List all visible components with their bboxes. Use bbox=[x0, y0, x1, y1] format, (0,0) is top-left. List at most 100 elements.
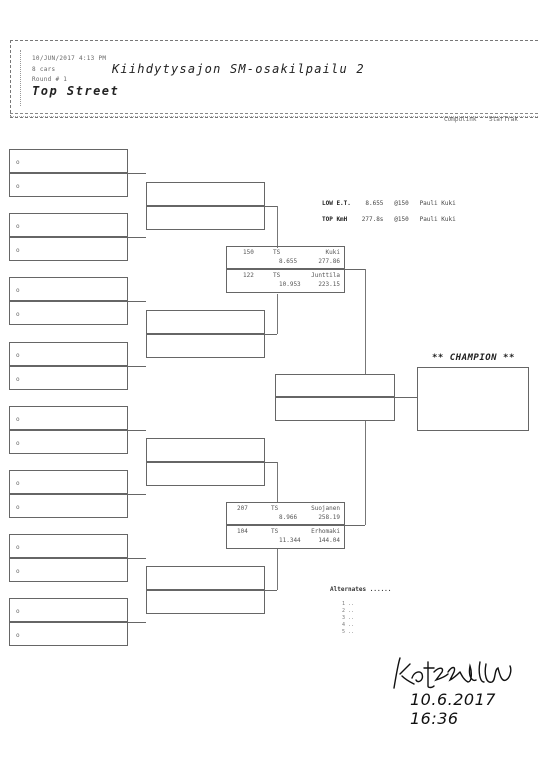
alternate-item: 3 .. bbox=[342, 615, 355, 621]
top-kmh-at: @150 bbox=[394, 216, 409, 223]
elapsed-time: 8.966 bbox=[279, 514, 298, 521]
slot-marker: o bbox=[16, 311, 20, 318]
alternate-item: 4 .. bbox=[342, 622, 355, 628]
connector-line bbox=[277, 294, 278, 334]
handwritten-signature bbox=[393, 657, 512, 689]
header-rule bbox=[10, 113, 538, 114]
semifinal-1-top: 150 TS Kuki 8.655 277.86 bbox=[226, 246, 345, 269]
car-class: TS bbox=[271, 528, 279, 535]
round1-slot: o bbox=[9, 534, 128, 558]
connector-line bbox=[365, 269, 366, 397]
car-number: 150 bbox=[243, 249, 254, 256]
car-class: TS bbox=[273, 249, 281, 256]
signature-date-time: 10.6.2017 16:36 bbox=[410, 690, 496, 728]
brand-compulink: Compulink bbox=[444, 116, 477, 123]
slot-marker: o bbox=[16, 247, 20, 254]
header-inner-frame bbox=[20, 50, 521, 106]
round1-slot: o bbox=[9, 277, 128, 301]
car-number: 104 bbox=[237, 528, 248, 535]
round2-slot bbox=[146, 438, 265, 462]
round2-slot bbox=[146, 182, 265, 206]
car-class: TS bbox=[271, 505, 279, 512]
connector-line bbox=[265, 334, 277, 335]
round1-slot: o bbox=[9, 342, 128, 366]
round1-slot: o bbox=[9, 406, 128, 430]
connector-line bbox=[277, 548, 278, 590]
slot-marker: o bbox=[16, 376, 20, 383]
low-et-record: LOW E.T. 8.655 @150 Pauli Kuki bbox=[322, 200, 456, 207]
top-kmh-record: TOP KmH 277.8s @150 Pauli Kuki bbox=[322, 216, 456, 223]
slot-marker: o bbox=[16, 223, 20, 230]
semifinal-2-bottom: 104 TS Erhomaki 11.344 144.04 bbox=[226, 525, 345, 549]
connector-line bbox=[128, 622, 146, 623]
elapsed-time: 8.655 bbox=[279, 258, 298, 265]
slot-marker: o bbox=[16, 632, 20, 639]
speed: 144.04 bbox=[318, 537, 340, 544]
car-number: 122 bbox=[243, 272, 254, 279]
connector-line bbox=[128, 558, 146, 559]
final-slot bbox=[275, 374, 395, 397]
round1-slot: o bbox=[9, 366, 128, 390]
round2-slot bbox=[146, 590, 265, 614]
header-frame bbox=[10, 40, 538, 118]
connector-line bbox=[345, 269, 365, 270]
round1-slot: o bbox=[9, 558, 128, 582]
round2-slot bbox=[146, 334, 265, 358]
slot-marker: o bbox=[16, 608, 20, 615]
connector-line bbox=[265, 462, 277, 463]
connector-line bbox=[395, 397, 417, 398]
round1-slot: o bbox=[9, 598, 128, 622]
speed: 258.19 bbox=[318, 514, 340, 521]
car-class: TS bbox=[273, 272, 281, 279]
connector-line bbox=[265, 206, 277, 207]
slot-marker: o bbox=[16, 504, 20, 511]
speed: 277.86 bbox=[318, 258, 340, 265]
connector-line bbox=[128, 237, 146, 238]
round2-slot bbox=[146, 462, 265, 486]
round1-slot: o bbox=[9, 149, 128, 173]
champion-box bbox=[417, 367, 529, 431]
header-cars: 8 cars bbox=[32, 66, 56, 73]
round2-slot bbox=[146, 206, 265, 230]
brand-startrak: StarTrak bbox=[489, 116, 518, 123]
driver-name: Erhomaki bbox=[311, 528, 340, 535]
slot-marker: o bbox=[16, 287, 20, 294]
connector-line bbox=[277, 206, 278, 248]
alternates-title: Alternates ...... bbox=[330, 586, 392, 593]
connector-line bbox=[128, 430, 146, 431]
slot-marker: o bbox=[16, 159, 20, 166]
slot-marker: o bbox=[16, 440, 20, 447]
low-et-label: LOW E.T. bbox=[322, 200, 351, 207]
connector-line bbox=[128, 173, 146, 174]
speed: 223.15 bbox=[318, 281, 340, 288]
header-date-time: 10/JUN/2017 4:13 PM bbox=[32, 55, 107, 62]
top-kmh-label: TOP KmH bbox=[322, 216, 348, 223]
event-title: Kiihdytysajon SM-osakilpailu 2 bbox=[112, 62, 365, 76]
alternate-item: 2 .. bbox=[342, 608, 355, 614]
round1-slot: o bbox=[9, 213, 128, 237]
connector-line bbox=[128, 494, 146, 495]
top-kmh-value: 277.8s bbox=[361, 216, 384, 223]
driver-name: Kuki bbox=[325, 249, 340, 256]
driver-name: Junttila bbox=[311, 272, 340, 279]
round1-slot: o bbox=[9, 173, 128, 197]
champion-label: ** CHAMPION ** bbox=[432, 353, 515, 363]
slot-marker: o bbox=[16, 544, 20, 551]
slot-marker: o bbox=[16, 480, 20, 487]
semifinal-2-top: 207 TS Suojanen 8.966 258.19 bbox=[226, 502, 345, 525]
elapsed-time: 10.953 bbox=[279, 281, 301, 288]
round1-slot: o bbox=[9, 430, 128, 454]
header-rule-dotted bbox=[10, 116, 538, 117]
driver-name: Suojanen bbox=[311, 505, 340, 512]
connector-line bbox=[365, 397, 366, 525]
header-round: Round # 1 bbox=[32, 76, 68, 83]
connector-line bbox=[128, 366, 146, 367]
low-et-driver: Pauli Kuki bbox=[419, 200, 456, 207]
round1-slot: o bbox=[9, 494, 128, 518]
round1-slot: o bbox=[9, 622, 128, 646]
car-number: 207 bbox=[237, 505, 248, 512]
elapsed-time: 11.344 bbox=[279, 537, 301, 544]
connector-line bbox=[277, 462, 278, 502]
top-kmh-driver: Pauli Kuki bbox=[419, 216, 456, 223]
slot-marker: o bbox=[16, 416, 20, 423]
